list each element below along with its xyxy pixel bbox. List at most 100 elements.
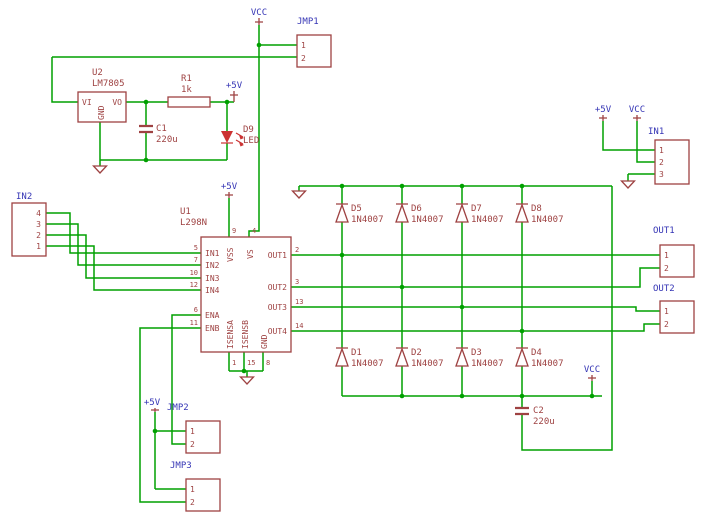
diode-d3: D3 1N4007 xyxy=(455,347,504,369)
part-value: 1N4007 xyxy=(411,359,444,369)
pin-number: 6 xyxy=(194,306,198,314)
connector-out2: OUT2 1 2 xyxy=(653,284,695,334)
pin-number: 12 xyxy=(190,281,198,289)
pin-number: 2 xyxy=(301,54,306,63)
net-label: +5V xyxy=(221,182,238,192)
pin-number: 3 xyxy=(295,278,299,286)
p5v-symbol-in1: +5V xyxy=(595,105,612,121)
net-label: VCC xyxy=(251,8,267,18)
connector-label: OUT2 xyxy=(653,284,675,294)
driver-u1-l298n: U1 L298N IN1 IN2 IN3 IN4 ENA ENB 5 7 10 … xyxy=(180,207,303,367)
pin-name: ISENSB xyxy=(241,320,250,349)
pin-number: 1 xyxy=(190,427,195,436)
pin-number: 1 xyxy=(659,146,664,155)
supply-pin-icon xyxy=(255,18,263,25)
net-label: +5V xyxy=(226,81,243,91)
part-ref: U2 xyxy=(92,68,103,78)
part-ref: D6 xyxy=(411,204,422,214)
supply-pin-icon xyxy=(599,115,607,121)
pin-number: 2 xyxy=(295,246,299,254)
supply-pin-icon xyxy=(633,115,641,121)
connector-jmp2: JMP2 1 2 xyxy=(167,403,221,454)
pin-name: IN4 xyxy=(205,286,220,295)
net-label: VCC xyxy=(629,105,645,115)
pin-name: VSS xyxy=(226,247,235,262)
pin-number: 1 xyxy=(190,485,195,494)
pin-number: 4 xyxy=(36,209,41,218)
pin-number: 2 xyxy=(190,440,195,449)
diode-d6: D6 1N4007 xyxy=(395,203,444,225)
pin-number: 4 xyxy=(252,227,256,235)
connector-jmp3: JMP3 1 2 xyxy=(170,461,221,512)
pin-number: 8 xyxy=(266,359,270,367)
pin-number: 2 xyxy=(36,231,41,240)
part-ref: D3 xyxy=(471,348,482,358)
pin-name: GND xyxy=(260,334,269,349)
part-value: 1N4007 xyxy=(351,359,384,369)
pin-number: 1 xyxy=(664,307,669,316)
net-label: +5V xyxy=(144,398,161,408)
part-ref: R1 xyxy=(181,74,192,84)
pin-number: 2 xyxy=(664,264,669,273)
part-value: 220u xyxy=(533,417,555,427)
pin-number: 2 xyxy=(664,320,669,329)
pin-name: OUT3 xyxy=(268,303,287,312)
junction-dots xyxy=(143,42,595,434)
diode-d5: D5 1N4007 xyxy=(335,203,384,225)
connector-jmp1: JMP1 1 2 xyxy=(296,17,332,68)
pin-name: ENA xyxy=(205,311,220,320)
pin-number: 1 xyxy=(301,41,306,50)
ground-icon xyxy=(620,180,636,189)
ground-icon xyxy=(239,376,255,385)
pin-number: 15 xyxy=(247,359,255,367)
part-value: 1N4007 xyxy=(471,359,504,369)
connector-label: IN2 xyxy=(16,192,32,202)
part-ref: D7 xyxy=(471,204,482,214)
pin-number: 5 xyxy=(194,244,198,252)
diode-d4: D4 1N4007 xyxy=(515,347,564,369)
part-value: 1k xyxy=(181,85,192,95)
part-ref: C1 xyxy=(156,124,167,134)
pin-number: 14 xyxy=(295,322,303,330)
diode-d8: D8 1N4007 xyxy=(515,203,564,225)
diode-d1: D1 1N4007 xyxy=(335,347,384,369)
ground-icon xyxy=(291,190,307,199)
part-value: 1N4007 xyxy=(531,359,564,369)
ground-icon xyxy=(92,165,108,174)
pin-number: 13 xyxy=(295,298,303,306)
part-value: 1N4007 xyxy=(471,215,504,225)
pin-name: IN1 xyxy=(205,249,220,258)
supply-pin-icon xyxy=(151,408,159,412)
part-value: 1N4007 xyxy=(531,215,564,225)
pin-number: 1 xyxy=(36,242,41,251)
net-label: VCC xyxy=(584,365,600,375)
connector-in1: IN1 1 2 3 xyxy=(648,127,690,185)
supply-pin-icon xyxy=(588,375,596,381)
p5v-symbol-regulator: +5V xyxy=(226,81,243,102)
connector-label: JMP1 xyxy=(297,17,319,27)
part-ref: C2 xyxy=(533,406,544,416)
capacitor-c2: C2 220u xyxy=(515,406,555,427)
part-value: 1N4007 xyxy=(351,215,384,225)
pin-number: 1 xyxy=(232,359,236,367)
supply-pin-icon xyxy=(230,91,238,102)
pin-number: 7 xyxy=(194,256,198,264)
pin-name: OUT1 xyxy=(268,251,287,260)
pin-name-gnd: GND xyxy=(97,105,106,120)
part-value: 1N4007 xyxy=(411,215,444,225)
part-ref: D1 xyxy=(351,348,362,358)
pin-name-vi: VI xyxy=(82,98,92,107)
pin-number: 3 xyxy=(659,170,664,179)
part-ref: D8 xyxy=(531,204,542,214)
part-ref: U1 xyxy=(180,207,191,217)
diode-d2: D2 1N4007 xyxy=(395,347,444,369)
part-value: LED xyxy=(243,136,259,146)
connector-in2: IN2 4 3 2 1 xyxy=(11,192,47,257)
pin-name: VS xyxy=(246,249,255,259)
wires xyxy=(46,25,660,503)
capacitor-c1: C1 220u xyxy=(139,124,178,145)
pin-number: 9 xyxy=(232,227,236,235)
led-d9: D9 LED xyxy=(221,125,259,147)
